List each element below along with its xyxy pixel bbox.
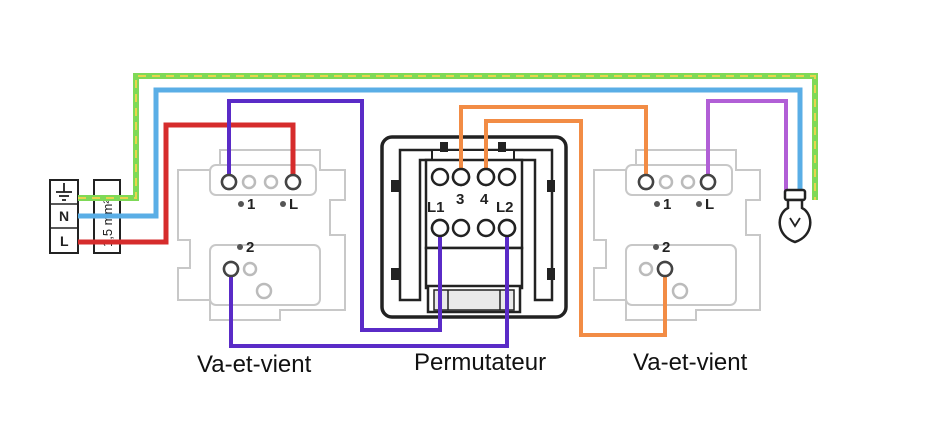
switch-left-label-2: 2 — [246, 239, 254, 256]
switch-left-screw-dot — [280, 201, 286, 207]
traveller-wire-orange-1 — [459, 105, 648, 175]
switch-right-screw-dot — [653, 244, 659, 250]
earth-wire — [78, 73, 818, 201]
terminal-caps — [220, 173, 717, 278]
switch-left-caption: Va-et-vient — [197, 351, 312, 378]
switch-right — [593, 149, 761, 321]
supply-label-l: L — [60, 233, 69, 249]
traveller-wire-orange-2 — [484, 119, 667, 337]
traveller-wire-purple-2 — [229, 236, 509, 348]
light-bulb-icon — [778, 188, 812, 244]
switch-right-caption: Va-et-vient — [633, 349, 748, 376]
traveller-wire-purple-1 — [227, 99, 442, 332]
switch-left-screw-dot — [237, 244, 243, 250]
switch-left-label-l: L — [289, 196, 298, 213]
switch-left-label-1: 1 — [247, 196, 255, 213]
permutateur-label-l2: L2 — [496, 199, 514, 216]
neutral-wire — [78, 87, 803, 219]
live-wire — [78, 122, 296, 245]
switch-right-label-l: L — [705, 196, 714, 213]
switch-left — [177, 149, 346, 321]
permutateur-label-3: 3 — [456, 191, 464, 208]
wires — [78, 73, 818, 348]
switch-right-screw-dot — [696, 201, 702, 207]
switch-right-screw-dot — [654, 201, 660, 207]
intermediate-switch — [380, 135, 568, 319]
supply-label-n: N — [59, 208, 69, 224]
lamp-return-wire — [706, 99, 788, 194]
switch-right-label-2: 2 — [662, 239, 670, 256]
switch-left-screw-dot — [238, 201, 244, 207]
supply-terminal-block: N L — [49, 179, 79, 254]
permutateur-label-4: 4 — [480, 191, 489, 208]
intermediate-switch-caption: Permutateur — [414, 349, 547, 376]
cable-section-label: 1,5 mm² — [100, 199, 115, 247]
switch-right-label-1: 1 — [663, 196, 671, 213]
earth-ground-icon — [56, 183, 72, 201]
permutateur-label-l1: L1 — [427, 199, 445, 216]
